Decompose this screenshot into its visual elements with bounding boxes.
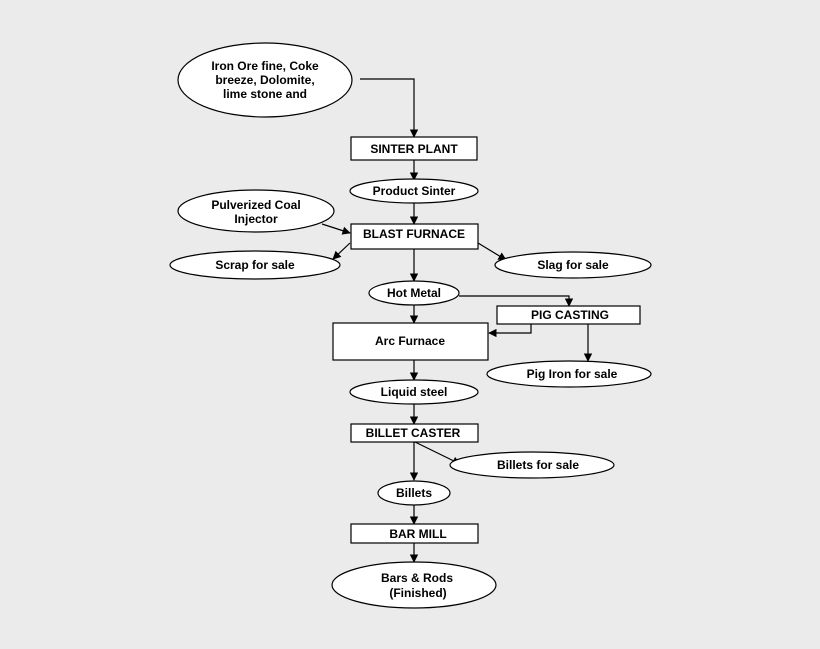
edges bbox=[321, 78, 593, 563]
arc-furnace-label: Arc Furnace bbox=[375, 334, 445, 348]
node-billets: Billets bbox=[377, 480, 451, 506]
node-liquid-steel: Liquid steel bbox=[349, 379, 479, 405]
node-billet-caster: BILLET CASTER bbox=[350, 423, 479, 443]
node-raw-materials: Iron Ore fine, Coke breeze, Dolomite, li… bbox=[177, 42, 353, 118]
raw-materials-line-2: breeze, Dolomite, bbox=[215, 73, 314, 87]
node-arc-furnace: Arc Furnace bbox=[332, 322, 489, 361]
edge-billetcaster-to-billetsale bbox=[414, 441, 461, 465]
bar-mill-label: BAR MILL bbox=[389, 527, 446, 541]
billets-label: Billets bbox=[396, 486, 432, 500]
liquid-steel-label: Liquid steel bbox=[381, 385, 448, 399]
hot-metal-label: Hot Metal bbox=[387, 286, 441, 300]
coal-injector-line-1: Pulverized Coal bbox=[211, 198, 300, 212]
slag-for-sale-label: Slag for sale bbox=[537, 258, 609, 272]
edge-pigcasting-to-arc bbox=[488, 324, 532, 338]
node-scrap-for-sale: Scrap for sale bbox=[169, 250, 341, 280]
node-slag-for-sale: Slag for sale bbox=[494, 251, 652, 279]
sinter-plant-label: SINTER PLANT bbox=[370, 142, 458, 156]
node-pig-casting: PIG CASTING bbox=[496, 305, 641, 325]
node-coal-injector: Pulverized Coal Injector bbox=[177, 189, 335, 233]
raw-materials-line-1: Iron Ore fine, Coke bbox=[211, 59, 319, 73]
billets-for-sale-label: Billets for sale bbox=[497, 458, 579, 472]
billet-caster-label: BILLET CASTER bbox=[366, 426, 461, 440]
edge-blast-to-scrap bbox=[332, 242, 351, 260]
edge-coal-to-blast bbox=[321, 223, 351, 235]
edge-blast-to-slag bbox=[477, 242, 507, 261]
node-blast-furnace: BLAST FURNACE bbox=[350, 223, 479, 250]
node-sinter-plant: SINTER PLANT bbox=[350, 136, 478, 161]
scrap-for-sale-label: Scrap for sale bbox=[215, 258, 295, 272]
node-bar-mill: BAR MILL bbox=[350, 523, 479, 544]
bars-rods-line-2: (Finished) bbox=[389, 586, 446, 600]
blast-furnace-label: BLAST FURNACE bbox=[363, 227, 465, 241]
node-product-sinter: Product Sinter bbox=[349, 178, 479, 204]
product-sinter-label: Product Sinter bbox=[373, 184, 456, 198]
node-billets-for-sale: Billets for sale bbox=[449, 451, 615, 479]
edge-hotmetal-to-pigcasting bbox=[459, 295, 574, 307]
node-pig-iron-for-sale: Pig Iron for sale bbox=[486, 360, 652, 388]
pig-iron-for-sale-label: Pig Iron for sale bbox=[527, 367, 618, 381]
edge-raw-to-sinter bbox=[360, 78, 419, 138]
coal-injector-line-2: Injector bbox=[234, 212, 278, 226]
node-hot-metal: Hot Metal bbox=[368, 280, 460, 306]
raw-materials-line-3: lime stone and bbox=[223, 87, 307, 101]
node-bars-rods: Bars & Rods (Finished) bbox=[331, 561, 497, 609]
pig-casting-label: PIG CASTING bbox=[531, 308, 609, 322]
bars-rods-line-1: Bars & Rods bbox=[381, 571, 453, 585]
